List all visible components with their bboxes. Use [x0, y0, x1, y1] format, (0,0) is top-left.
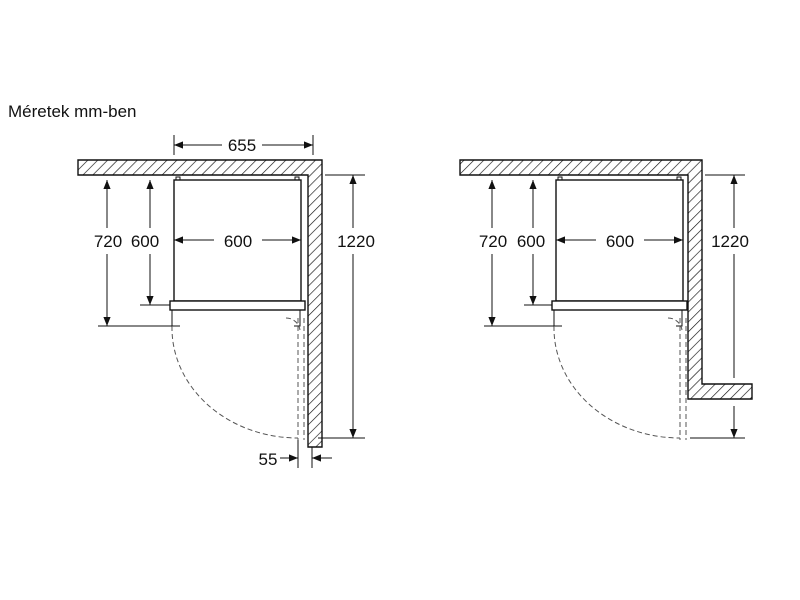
left-door-swing-arc [171, 325, 299, 439]
left-top-foot-front [175, 176, 181, 181]
right-body-height-label: 600 [517, 232, 545, 251]
right-top-foot-front [557, 176, 563, 181]
left-niche-height-label: 1220 [337, 232, 375, 251]
right-depth-label: 600 [606, 232, 634, 251]
dimensions-caption: Méretek mm-ben [8, 102, 137, 121]
right-door-frame [551, 300, 688, 311]
left-side-clearance-label: 55 [259, 450, 278, 469]
left-top-foot-rear [294, 176, 300, 181]
left-width-overall-label: 655 [228, 136, 256, 155]
left-hinge-swing [285, 317, 301, 331]
left-view: 655 720 600 600 1220 55 [77, 135, 375, 469]
left-door-frame [169, 300, 306, 311]
right-view: 720 600 600 1220 [459, 159, 753, 440]
right-door-swing-arc [553, 325, 681, 439]
right-hinge-swing [667, 317, 683, 331]
right-total-height-label: 720 [479, 232, 507, 251]
left-depth-label: 600 [224, 232, 252, 251]
right-niche-height-label: 1220 [711, 232, 749, 251]
right-top-foot-rear [676, 176, 682, 181]
left-body-height-label: 600 [131, 232, 159, 251]
left-door-hinge [171, 310, 301, 327]
right-door-hinge [553, 310, 683, 327]
left-total-height-label: 720 [94, 232, 122, 251]
